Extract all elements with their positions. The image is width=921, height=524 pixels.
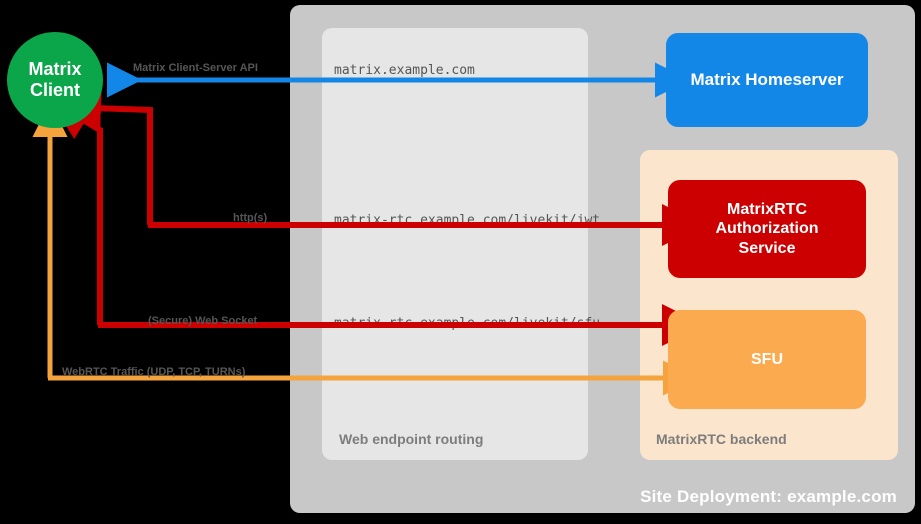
web-endpoint-routing-label: Web endpoint routing	[339, 431, 484, 447]
edge-label-client-server-api: Matrix Client-Server API	[133, 62, 258, 74]
node-sfu[interactable]: SFU	[668, 310, 866, 409]
url-livekit-jwt: matrix-rtc.example.com/livekit/jwt	[334, 213, 601, 228]
node-auth-line1: MatrixRTC	[726, 200, 807, 218]
container-web-endpoint-routing: Web endpoint routing	[322, 28, 588, 460]
node-matrix-homeserver-label: Matrix Homeserver	[690, 69, 844, 89]
node-auth-line3: Service	[738, 239, 796, 257]
node-matrix-client-line1: Matrix	[28, 58, 82, 79]
node-auth-line2: Authorization	[715, 220, 819, 238]
node-matrixrtc-authorization-service[interactable]: MatrixRTC Authorization Service	[668, 180, 866, 278]
matrixrtc-backend-label: MatrixRTC backend	[656, 431, 787, 447]
node-matrix-client-line2: Client	[29, 80, 80, 100]
edge-label-webrtc-traffic: WebRTC Traffic (UDP, TCP, TURNs)	[62, 366, 246, 378]
node-sfu-label: SFU	[751, 350, 783, 368]
url-matrix-example-com: matrix.example.com	[334, 63, 475, 78]
url-livekit-sfu: matrix-rtc.example.com/livekit/sfu	[334, 316, 601, 331]
site-deployment-label: Site Deployment: example.com	[640, 487, 897, 506]
edge-label-https: http(s)	[233, 212, 268, 224]
edge-label-web-socket: (Secure) Web Socket	[148, 315, 258, 327]
node-matrix-homeserver[interactable]: Matrix Homeserver	[666, 33, 868, 127]
node-matrix-client[interactable]: Matrix Client	[7, 32, 103, 128]
